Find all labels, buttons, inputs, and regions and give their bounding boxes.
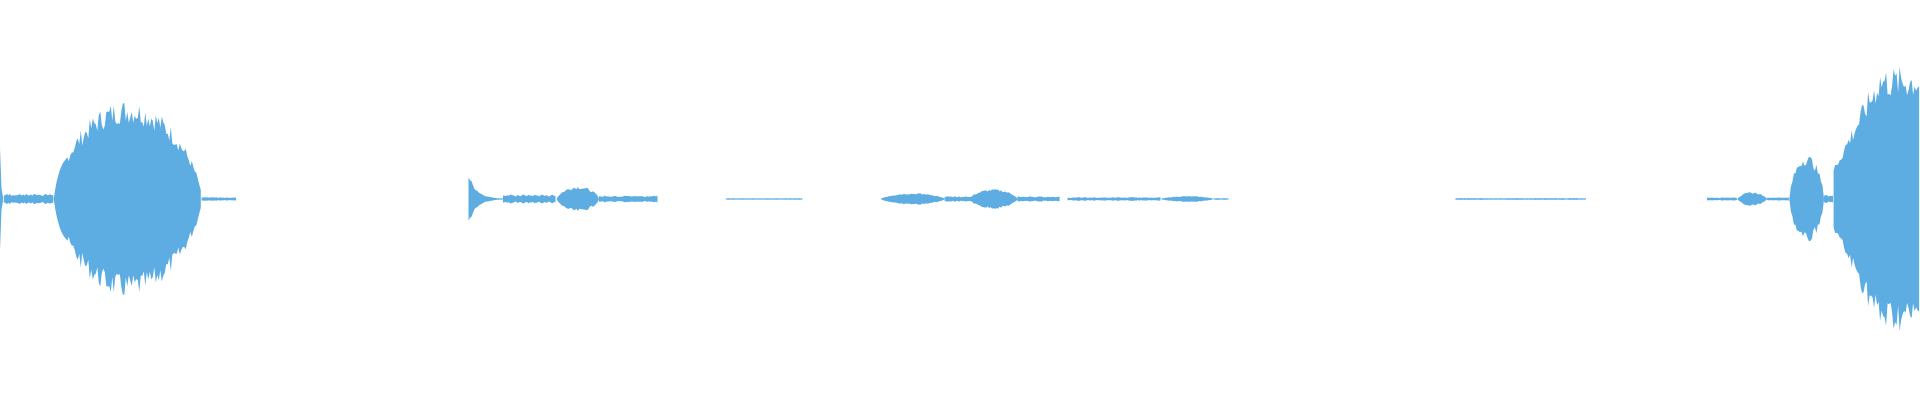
waveform-segment-4 (468, 177, 503, 221)
waveform-segment-12 (1017, 196, 1060, 202)
waveform-segment-20 (1789, 156, 1824, 242)
waveform-segment-13 (1067, 197, 1161, 201)
waveform-segment-3 (201, 197, 237, 201)
waveform-segment-21 (1824, 195, 1833, 203)
waveform-segment-6 (556, 187, 599, 211)
waveform-segment-17 (1706, 197, 1737, 201)
waveform-segment-5 (503, 194, 556, 204)
waveform-peaks (0, 66, 1920, 332)
waveform-segment-1 (3, 193, 54, 205)
waveform-segment-14 (1161, 196, 1213, 202)
waveform-segment-9 (881, 193, 945, 205)
waveform-segment-0 (0, 148, 3, 250)
waveform-segment-2 (53, 103, 201, 295)
waveform-segment-11 (969, 189, 1018, 209)
waveform-segment-19 (1766, 197, 1789, 201)
waveform-segment-22 (1833, 66, 1920, 332)
waveform-segment-15 (1213, 198, 1229, 200)
waveform-segment-7 (599, 195, 658, 203)
waveform-segment-16 (1455, 198, 1586, 200)
waveform-segment-18 (1737, 192, 1767, 206)
waveform-segment-8 (725, 198, 803, 200)
